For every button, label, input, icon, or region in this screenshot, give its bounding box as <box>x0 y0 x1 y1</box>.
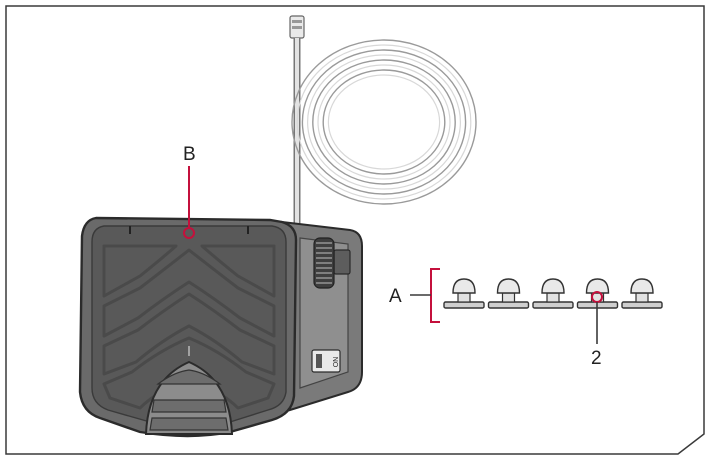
coil-ring <box>312 59 456 185</box>
coil-ring <box>296 44 472 200</box>
coil-ring <box>307 54 462 190</box>
coil-ring <box>301 49 467 195</box>
callout-2: 2 <box>591 291 603 369</box>
side-switch: NO <box>311 349 341 373</box>
coil-ring <box>322 69 446 175</box>
rubber-plug-icon <box>487 278 530 309</box>
bracket-a: A <box>389 268 440 323</box>
rubber-plug-icon <box>443 278 485 309</box>
rubber-plug-icon <box>621 278 663 309</box>
coil-ring <box>317 64 451 180</box>
callout-circle-icon <box>183 227 195 239</box>
pedal-tread <box>102 226 276 410</box>
label-a: A <box>389 286 402 307</box>
coiled-cable-icon <box>291 39 477 205</box>
rubber-plug-icon <box>532 278 574 309</box>
pedal-heel-pad <box>144 360 234 435</box>
side-badge-text: NO <box>331 357 338 368</box>
cable-connector <box>289 15 305 235</box>
label-2: 2 <box>591 348 602 369</box>
coil-ring <box>291 39 477 205</box>
rotary-knob <box>313 237 335 289</box>
label-b: B <box>183 144 196 165</box>
foot-pedal-icon: NO <box>78 216 363 438</box>
coil-ring <box>327 74 441 170</box>
callout-b: B <box>183 144 196 239</box>
